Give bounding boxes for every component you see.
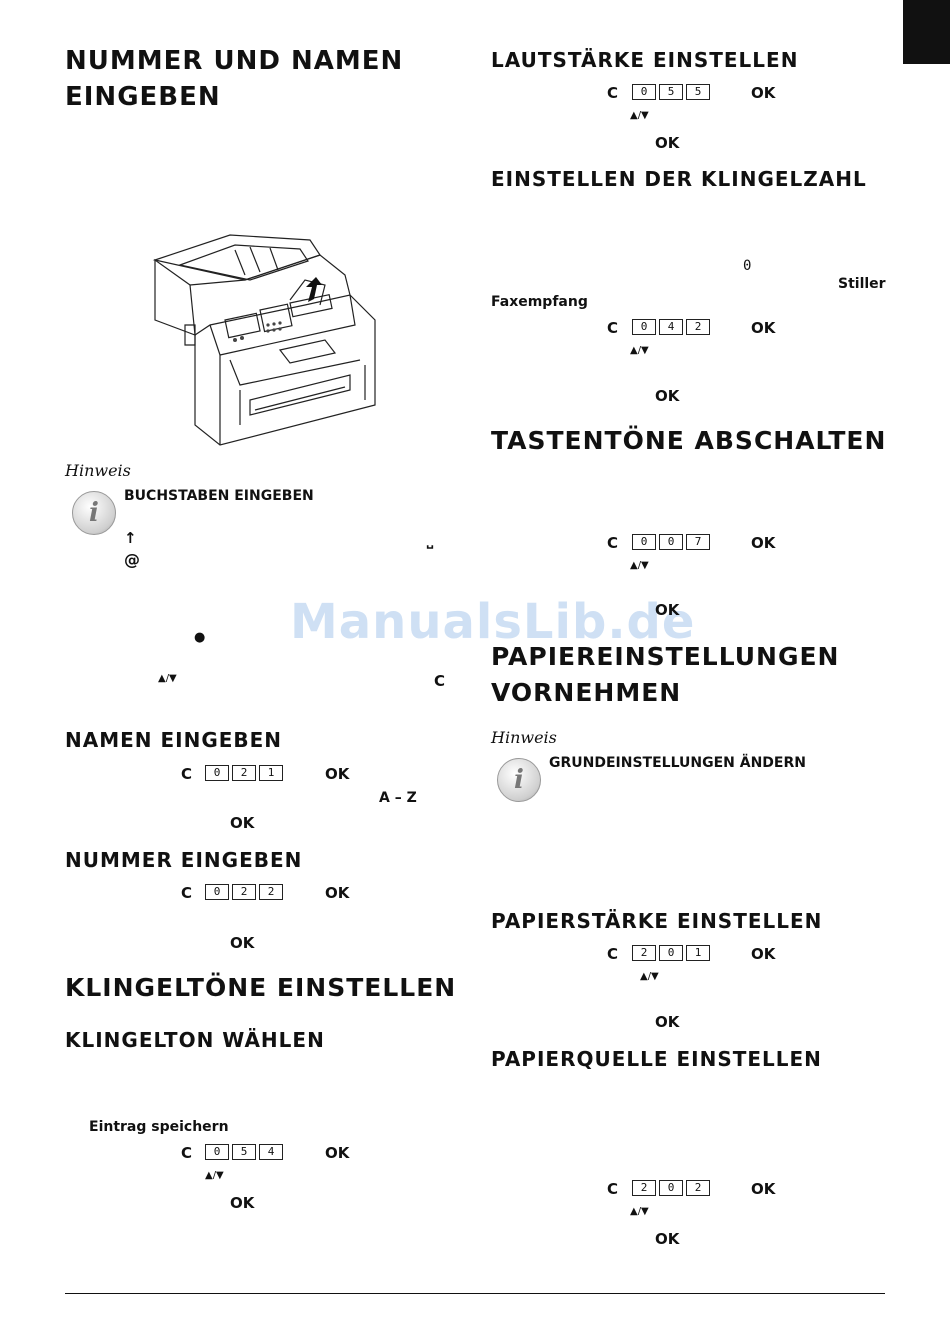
key-sequence-055: 0 5 5: [632, 84, 710, 100]
faxempfang-label: Faxempfang: [491, 294, 588, 310]
digit-key: 2: [686, 1180, 710, 1196]
ok-key-label: OK: [230, 934, 255, 952]
digit-key: 0: [632, 319, 656, 335]
ok-key-label: OK: [325, 765, 350, 783]
stiller-label: Stiller: [838, 276, 886, 292]
chapter-tab: [903, 0, 950, 64]
ok-key-label: OK: [751, 534, 776, 552]
up-down-arrows-icon: ▲/▼: [630, 560, 649, 571]
digit-key: 0: [205, 884, 229, 900]
watermark: ManualsLib.de: [290, 594, 696, 650]
digit-key: 2: [232, 765, 256, 781]
heading-nummer-namen-line1: NUMMER UND NAMEN: [65, 46, 404, 76]
digit-key: 2: [232, 884, 256, 900]
c-key-label: C: [607, 1180, 619, 1198]
ok-key-label: OK: [751, 84, 776, 102]
shift-arrow-icon: ↑: [124, 529, 137, 547]
note-title-grundeinstellungen: GRUNDEINSTELLUNGEN ÄNDERN: [549, 755, 806, 771]
space-key-icon: ⎵: [427, 531, 434, 549]
heading-klingelton-waehlen: KLINGELTON WÄHLEN: [65, 1028, 325, 1052]
c-key-label: C: [607, 534, 619, 552]
up-down-arrows-icon: ▲/▼: [158, 673, 177, 684]
digit-key: 0: [205, 1144, 229, 1160]
c-key-label: C: [607, 319, 619, 337]
digit-key: 1: [259, 765, 283, 781]
digit-key: 0: [659, 1180, 683, 1196]
digit-key: 0: [659, 534, 683, 550]
c-key-label: C: [181, 884, 193, 902]
ok-key-label: OK: [325, 884, 350, 902]
digit-key: 0: [632, 534, 656, 550]
up-down-arrows-icon: ▲/▼: [630, 1206, 649, 1217]
key-sequence-007: 0 0 7: [632, 534, 710, 550]
c-key-label: C: [181, 1144, 193, 1162]
ok-key-label: OK: [230, 1194, 255, 1212]
digit-key: 2: [259, 884, 283, 900]
heading-klingelzahl: EINSTELLEN DER KLINGELZAHL: [491, 167, 867, 191]
digit-key: 2: [632, 1180, 656, 1196]
digit-key: 0: [632, 84, 656, 100]
zero-display-digit: 0: [743, 258, 752, 274]
ok-key-label: OK: [325, 1144, 350, 1162]
heading-papierstaerke: PAPIERSTÄRKE EINSTELLEN: [491, 909, 823, 933]
digit-key: 5: [232, 1144, 256, 1160]
key-sequence-201: 2 0 1: [632, 945, 710, 961]
ok-key-label: OK: [655, 134, 680, 152]
ok-key-label: OK: [655, 601, 680, 619]
up-down-arrows-icon: ▲/▼: [205, 1170, 224, 1181]
hinweis-label: Hinweis: [65, 461, 131, 480]
up-down-arrows-icon: ▲/▼: [630, 110, 649, 121]
hinweis-label: Hinweis: [491, 728, 557, 747]
c-key-label: C: [181, 765, 193, 783]
heading-lautstaerke: LAUTSTÄRKE EINSTELLEN: [491, 48, 799, 72]
heading-nummer-eingeben: NUMMER EINGEBEN: [65, 848, 303, 872]
heading-papiereinstellungen-line2: VORNEHMEN: [491, 678, 682, 707]
ok-key-label: OK: [655, 1230, 680, 1248]
c-key-label: C: [607, 945, 619, 963]
footer-rule: [65, 1293, 885, 1294]
at-symbol: @: [124, 550, 140, 569]
ok-key-label: OK: [751, 945, 776, 963]
digit-key: 5: [659, 84, 683, 100]
c-key-label: C: [607, 84, 619, 102]
info-icon: i: [497, 758, 541, 802]
digit-key: 5: [686, 84, 710, 100]
digit-key: 4: [259, 1144, 283, 1160]
heading-papierquelle: PAPIERQUELLE EINSTELLEN: [491, 1047, 822, 1071]
heading-nummer-namen-line2: EINGEBEN: [65, 82, 221, 112]
note-title-buchstaben: BUCHSTABEN EINGEBEN: [124, 488, 314, 504]
key-sequence-021: 0 2 1: [205, 765, 283, 781]
ok-key-label: OK: [751, 319, 776, 337]
c-key-label: C: [434, 672, 446, 690]
key-sequence-202: 2 0 2: [632, 1180, 710, 1196]
digit-key: 2: [686, 319, 710, 335]
heading-papiereinstellungen-line1: PAPIEREINSTELLUNGEN: [491, 642, 840, 671]
digit-key: 0: [205, 765, 229, 781]
heading-namen-eingeben: NAMEN EINGEBEN: [65, 728, 283, 752]
digit-key: 0: [659, 945, 683, 961]
up-down-arrows-icon: ▲/▼: [640, 971, 659, 982]
key-sequence-022: 0 2 2: [205, 884, 283, 900]
ok-key-label: OK: [230, 814, 255, 832]
bullet-dot-icon: ●: [194, 630, 206, 645]
ok-key-label: OK: [655, 1013, 680, 1031]
key-sequence-054: 0 5 4: [205, 1144, 283, 1160]
digit-key: 7: [686, 534, 710, 550]
key-sequence-042: 0 4 2: [632, 319, 710, 335]
heading-klingeltoene: KLINGELTÖNE EINSTELLEN: [65, 973, 457, 1002]
letter-range: A – Z: [379, 790, 417, 806]
up-down-arrows-icon: ▲/▼: [630, 345, 649, 356]
eintrag-speichern: Eintrag speichern: [89, 1119, 229, 1135]
info-icon: i: [72, 491, 116, 535]
digit-key: 4: [659, 319, 683, 335]
digit-key: 1: [686, 945, 710, 961]
fax-device-illustration: [152, 234, 376, 446]
heading-tastentoene: TASTENTÖNE ABSCHALTEN: [491, 426, 887, 455]
ok-key-label: OK: [655, 387, 680, 405]
digit-key: 2: [632, 945, 656, 961]
ok-key-label: OK: [751, 1180, 776, 1198]
